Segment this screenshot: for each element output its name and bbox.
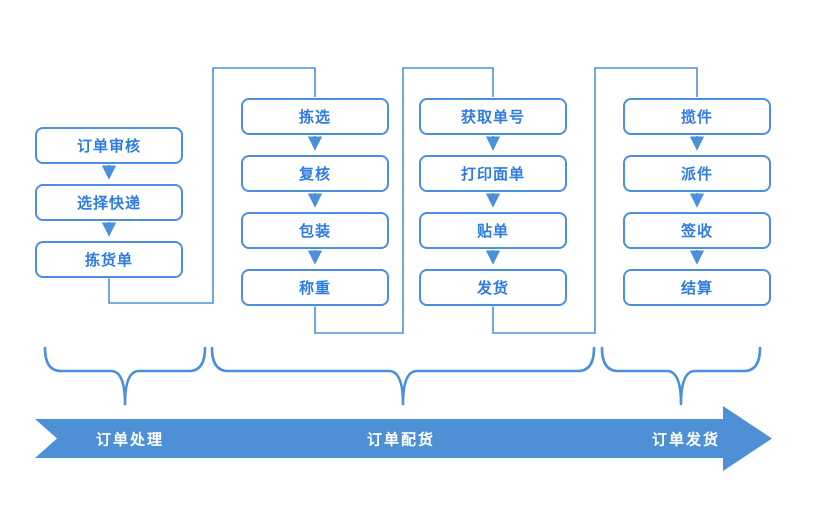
step-picking: 拣选 [241,98,389,135]
step-ship: 发货 [419,269,567,306]
connector-col1-col2 [108,67,316,304]
step-select-courier: 选择快递 [35,184,183,221]
step-delivery: 派件 [623,155,771,192]
connector-col3-col4 [492,67,698,334]
phase-label-order-shipping: 订单发货 [651,431,721,449]
step-packing: 包装 [241,212,389,249]
step-recheck: 复核 [241,155,389,192]
step-attach-label: 贴单 [419,212,567,249]
phase-label-order-processing: 订单处理 [95,431,165,449]
step-get-tracking-number: 获取单号 [419,98,567,135]
step-order-review: 订单审核 [35,127,183,164]
step-pickup: 揽件 [623,98,771,135]
phase-label-order-fulfillment: 订单配货 [366,431,436,449]
column-connectors [108,67,698,334]
brace-order-shipping [600,346,762,406]
step-sign-receipt: 签收 [623,212,771,249]
brace-order-fulfillment [210,346,596,406]
phase-braces [43,346,762,406]
step-settlement: 结算 [623,269,771,306]
connector-col2-col3 [314,67,494,334]
brace-order-processing [43,346,207,406]
phase-arrow-shape [35,406,772,471]
step-down-arrows [101,136,705,265]
step-print-label: 打印面单 [419,155,567,192]
step-weighing: 称重 [241,269,389,306]
step-picking-list: 拣货单 [35,241,183,278]
